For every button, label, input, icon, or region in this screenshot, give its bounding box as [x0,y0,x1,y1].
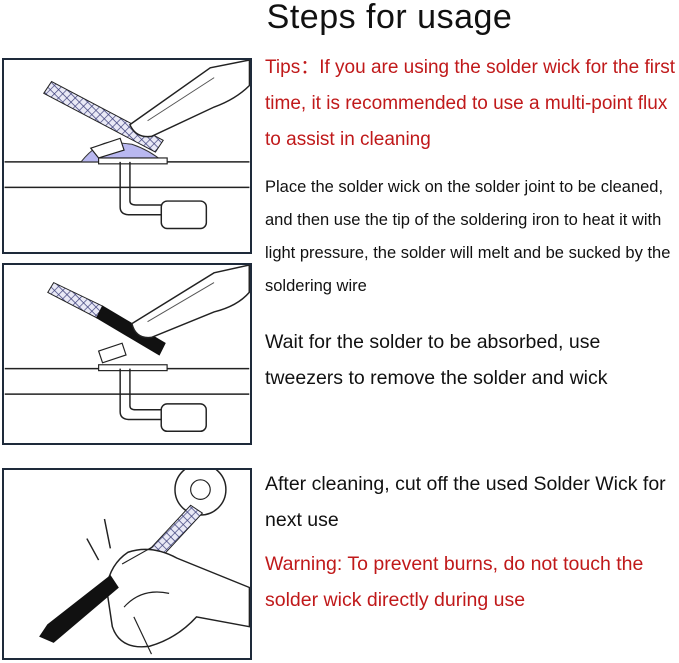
illustration-step-3 [2,468,252,660]
page-title: Steps for usage [266,0,513,36]
step-1-text: Place the solder wick on the solder join… [265,178,671,295]
illustration-step-1 [2,58,252,254]
tips-text: Tips：If you are using the solder wick fo… [265,57,676,150]
cutter-trim-icon [39,470,250,655]
illustration-step-2 [2,263,252,445]
wick-on-joint-icon [4,60,250,230]
warning-text: Warning: To prevent burns, do not touch … [265,553,644,611]
step-3-text: After cleaning, cut off the used Solder … [265,473,666,531]
wick-absorbed-icon [4,265,250,432]
step-2-text: Wait for the solder to be absorbed, use … [265,331,608,389]
